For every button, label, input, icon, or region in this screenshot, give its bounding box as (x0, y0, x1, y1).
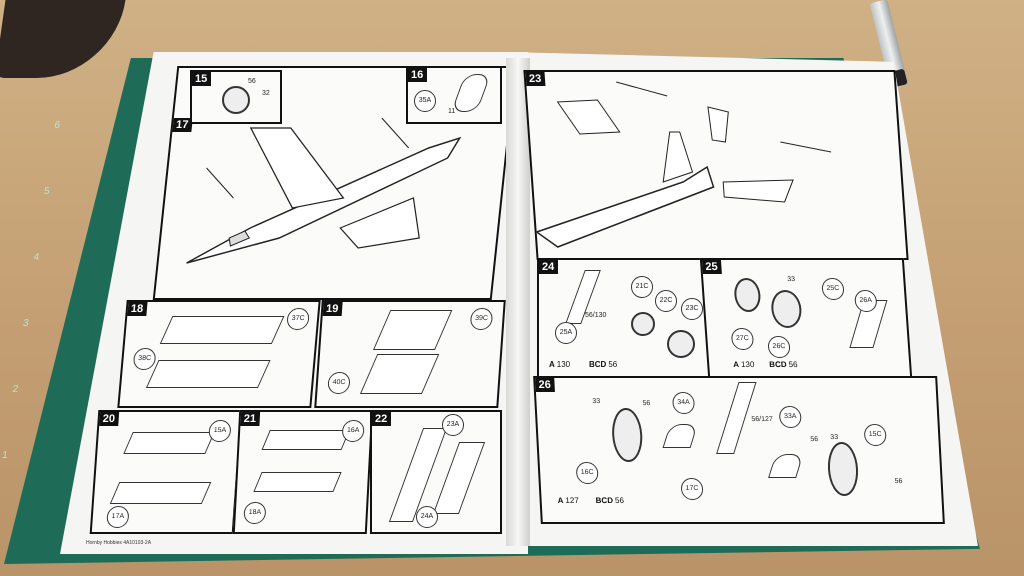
part-number: 33 (592, 398, 601, 405)
step-26-panel: 26 33 56 56/127 56 33 56 34A 33A 15C 16C… (533, 376, 945, 524)
mudguard-drawing (768, 454, 804, 478)
part-callout: 34A (671, 392, 696, 414)
aircraft-fuselage-drawing (186, 117, 462, 264)
part-callout: 17A (106, 506, 130, 528)
part-callout: 23C (681, 298, 703, 320)
step-number: 21 (240, 412, 261, 426)
part-callout: 22C (655, 290, 677, 312)
step-number: 25 (701, 260, 723, 274)
wheel-drawing (770, 290, 803, 328)
step-number: 22 (372, 412, 392, 426)
aircraft-tail-drawing (535, 81, 832, 248)
part-number: 32 (262, 90, 270, 97)
ruler-label: 4 (32, 252, 40, 263)
wing-drawing (123, 432, 215, 454)
part-callout: 15A (208, 420, 232, 442)
step-25-panel: 25 33 25C 26A 27C 26C A130 BCD56 (699, 258, 913, 378)
part-callout: 23A (442, 414, 464, 436)
step-number: 15 (192, 72, 212, 86)
variant-ref: BCD56 (768, 360, 798, 369)
page-footer: Hornby Hobbies 4A10103-2A (86, 540, 152, 546)
part-number: 11 (448, 108, 456, 115)
wing-drawing (261, 430, 350, 450)
wing-drawing (253, 472, 342, 492)
wheel-drawing (667, 330, 695, 358)
wheel-drawing (826, 442, 860, 496)
stabilizer-drawing (145, 360, 271, 388)
ruler-label: 5 (43, 186, 51, 197)
tail-fin-drawing (432, 442, 486, 514)
part-callout: 16A (341, 420, 365, 442)
part-number: 33 (830, 434, 839, 441)
fin-drawing (373, 310, 453, 350)
part-callout: 40C (327, 372, 351, 394)
part-callout: 26C (767, 336, 791, 358)
part-number: 56/127 (751, 416, 774, 423)
step-17-panel: 17 (152, 66, 517, 300)
wheel-drawing (631, 312, 655, 336)
variant-ref: A130 (732, 360, 755, 369)
part-callout: 24A (416, 506, 438, 528)
part-callout: 17C (680, 478, 704, 500)
part-number: 56 (894, 478, 903, 485)
part-callout: 27C (730, 328, 755, 350)
part-number: 56/130 (585, 312, 607, 319)
part-callout: 18A (243, 502, 267, 524)
part-callout: 38C (132, 348, 157, 370)
step-16-panel: 16 35A 11 (406, 66, 502, 124)
part-callout: 25C (821, 278, 845, 300)
wing-drawing (109, 482, 212, 504)
step-number: 26 (535, 378, 556, 392)
step-number: 24 (539, 260, 559, 274)
ruler-label: 2 (11, 384, 20, 395)
part-callout: 25A (555, 322, 577, 344)
part-number: 33 (787, 276, 796, 283)
ruler-label: 3 (22, 318, 30, 329)
part-callout: 33A (778, 406, 802, 428)
part-callout: 16C (575, 462, 599, 484)
step-number: 19 (322, 302, 343, 316)
step-number: 16 (408, 68, 428, 82)
part-number: 56 (810, 436, 819, 443)
part-callout: 26A (854, 290, 878, 312)
ruler-label: 6 (53, 120, 61, 131)
part-callout: 21C (631, 276, 653, 298)
step-23-panel: 23 (523, 70, 909, 260)
fin-drawing (359, 354, 440, 394)
step-number: 18 (127, 302, 148, 316)
part-callout: 37C (286, 308, 311, 330)
booklet-gutter (506, 58, 530, 546)
wheel-drawing (610, 408, 644, 462)
step-number: 20 (99, 412, 120, 426)
part-callout: 35A (414, 90, 436, 112)
step-18-panel: 18 37C 38C (117, 300, 321, 408)
wheel-drawing (733, 278, 762, 312)
ruler-label: 1 (1, 450, 9, 461)
step-15-panel: 15 56 32 (190, 70, 282, 124)
step-21-panel: 21 16A 18A (232, 410, 374, 534)
part-callout: 39C (469, 308, 494, 330)
part-number: 56 (248, 78, 256, 85)
part-callout: 15C (863, 424, 887, 446)
part-number: 56 (642, 400, 651, 407)
step-22-panel: 22 23A 24A (370, 410, 502, 534)
stabilizer-drawing (159, 316, 285, 344)
step-19-panel: 19 39C 40C (314, 300, 506, 408)
mudguard-drawing (662, 424, 699, 448)
part-drawing (451, 74, 491, 112)
part-drawing (222, 86, 250, 114)
step-20-panel: 20 15A 17A (89, 410, 243, 534)
